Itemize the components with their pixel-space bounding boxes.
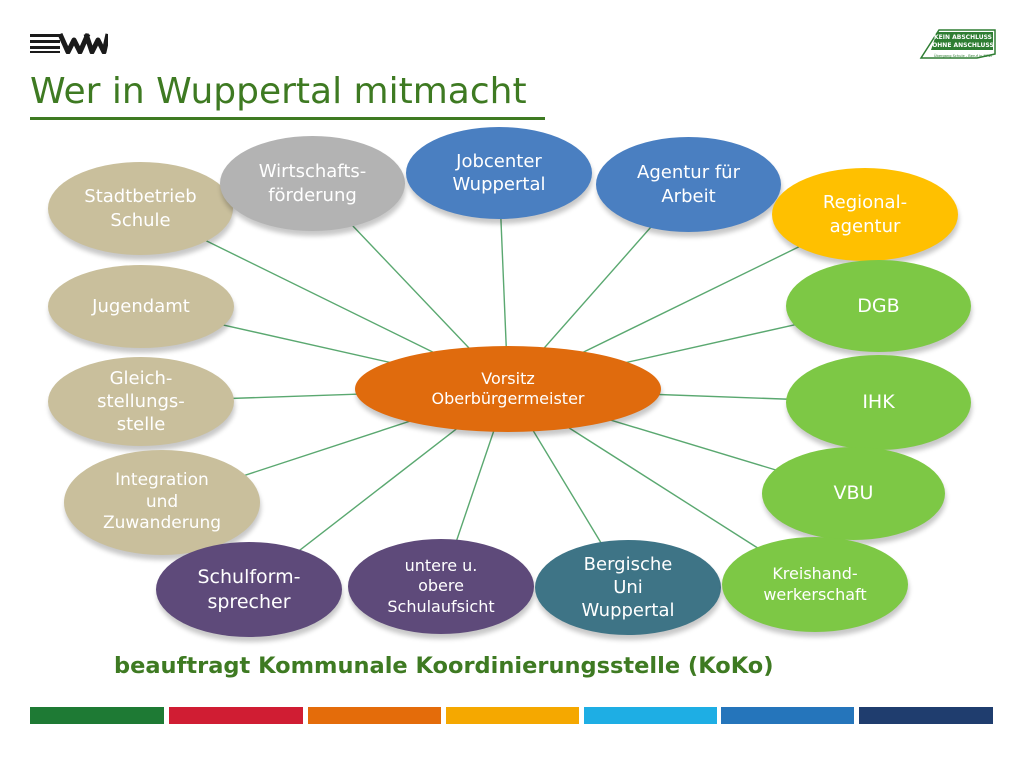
wsw-logo [30,32,108,54]
color-stripe [30,707,164,724]
node-gleichstellungsstelle: Gleich- stellungs- stelle [48,357,234,446]
node-jugendamt: Jugendamt [48,265,234,348]
kein-abschluss-logo: KEIN ABSCHLUSS OHNE ANSCHLUSS Übergang S… [919,29,996,59]
svg-text:OHNE ANSCHLUSS: OHNE ANSCHLUSS [932,42,994,49]
node-schulaufsicht: untere u. obere Schulaufsicht [348,539,534,634]
page-title: Wer in Wuppertal mitmacht [30,71,527,112]
node-jobcenter: Jobcenter Wuppertal [406,127,592,219]
node-regionalagentur: Regional- agentur [772,168,958,261]
title-underline [30,117,545,120]
node-wirtschaftsfoerderung: Wirtschafts- förderung [220,136,405,231]
color-stripe [308,707,441,724]
svg-text:Übergang Schule - Beruf in NRW: Übergang Schule - Beruf in NRW [934,53,993,58]
node-stadtbetrieb-schule: Stadtbetrieb Schule [48,162,233,255]
color-stripe [859,707,993,724]
node-integration-zuwanderung: Integration und Zuwanderung [64,450,260,555]
node-vorsitz-oberbuergermeister: Vorsitz Oberbürgermeister [355,346,661,432]
node-bergische-uni: Bergische Uni Wuppertal [535,540,721,635]
footer-caption: beauftragt Kommunale Koordinierungsstell… [114,653,774,679]
node-dgb: DGB [786,260,971,352]
color-stripe [446,707,579,724]
color-stripe [169,707,303,724]
svg-text:KEIN ABSCHLUSS: KEIN ABSCHLUSS [934,34,992,41]
node-schulformsprecher: Schulform- sprecher [156,542,342,637]
color-stripe [584,707,717,724]
node-agentur-fuer-arbeit: Agentur für Arbeit [596,137,781,232]
node-vbu: VBU [762,447,945,540]
node-ihk: IHK [786,355,971,450]
color-stripe [721,707,854,724]
node-kreishandwerkerschaft: Kreishand- werkerschaft [722,537,908,632]
